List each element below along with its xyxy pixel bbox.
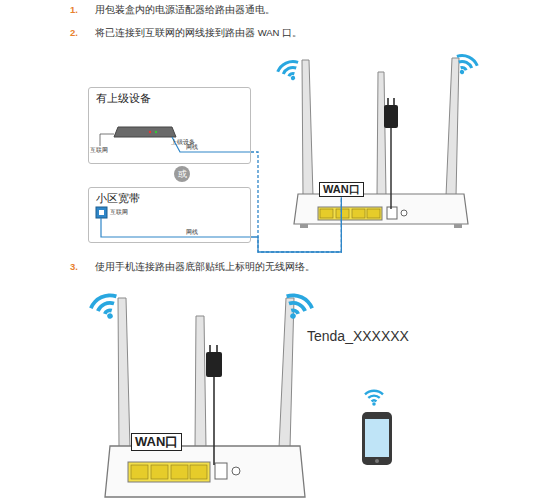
step-number: 3. [70,262,78,273]
antenna [446,58,459,196]
phone-body [362,412,392,465]
wifi-dot [106,312,113,319]
router-foot [300,224,308,228]
phone [362,412,392,465]
wifi-dot [459,69,465,75]
antenna [118,298,130,448]
port [151,465,168,479]
power-adapter [206,352,222,377]
socket-hole [99,210,104,215]
router-top [294,58,468,228]
router-foot [454,224,462,228]
plug-pin [209,345,211,352]
phone-button [375,459,379,463]
button [232,467,240,475]
phone-screen [365,419,389,457]
internet-label: 互联网 [90,147,108,154]
plug-pin [387,98,389,105]
plug-pin [393,98,395,105]
router-bottom [105,298,305,497]
wifi-arc [285,289,317,310]
node-text: 有上级设备 [96,92,243,105]
ssid-label: Tenda_XXXXXX [307,328,409,344]
power-jack [215,463,227,479]
socket-icon [96,207,107,218]
wifi-dot [290,75,296,81]
port [336,209,349,218]
port-tag: WAN口 [319,182,364,197]
power-adapter [384,105,398,128]
plug-pin [216,345,218,352]
power-cable [213,376,215,465]
modem [100,127,251,152]
power-cable [390,127,392,209]
port [352,209,365,218]
modem-led [149,131,151,133]
internet-socket [96,207,251,237]
wifi-icon [278,289,316,325]
port-tag: WAN口 [131,433,182,451]
wifi-icon [87,289,125,325]
node-text: WAN口 [135,434,178,450]
antenna [279,298,294,448]
cable-label: 网线 [186,229,198,236]
router-body [294,194,468,224]
group-box: 有上级设备 [88,87,251,164]
button [401,210,407,216]
internet-label: 互联网 [110,209,128,216]
cable [101,218,251,237]
wifi-arc [274,57,299,74]
node-text: 小区宽带 [96,192,243,205]
antenna [377,72,386,196]
wifi-arc [367,394,380,398]
ports [128,462,210,482]
cable [172,137,251,152]
step-number: 2. [70,28,78,39]
network-cable [251,197,341,252]
or-text: 或 [178,169,187,180]
step-text: 将已连接到互联网的网线接到路由器 WAN 口。 [95,28,302,39]
wifi-dot [289,312,296,319]
internet-line [100,134,114,146]
port [320,209,333,218]
port [190,465,207,479]
step-text: 用包装盒内的电源适配器给路由器通电。 [95,5,275,16]
wifi-arc [364,390,384,396]
network-cable [251,152,341,252]
wifi-icons [87,51,481,406]
wifi-arc [87,289,119,310]
step-number: 1. [70,5,78,16]
wifi-icon [364,390,384,406]
node-text: WAN口 [323,183,360,196]
modem-led [155,131,157,133]
wifi-icon [450,51,481,80]
router-body [105,446,305,497]
wifi-arc [456,51,481,68]
ports [318,207,382,220]
wifi-icon [274,57,305,86]
port [367,209,380,218]
wifi-arc [371,399,378,402]
port [131,465,148,479]
wifi-dot [372,402,376,406]
cable-label: 网线 [186,144,198,151]
modem-body [114,127,176,137]
port [171,465,188,479]
step-text: 使用手机连接路由器底部贴纸上标明的无线网络。 [95,262,315,273]
power-jack [387,207,397,219]
or-circle: 或 [174,166,190,182]
antenna [302,60,313,196]
antenna [195,316,206,448]
